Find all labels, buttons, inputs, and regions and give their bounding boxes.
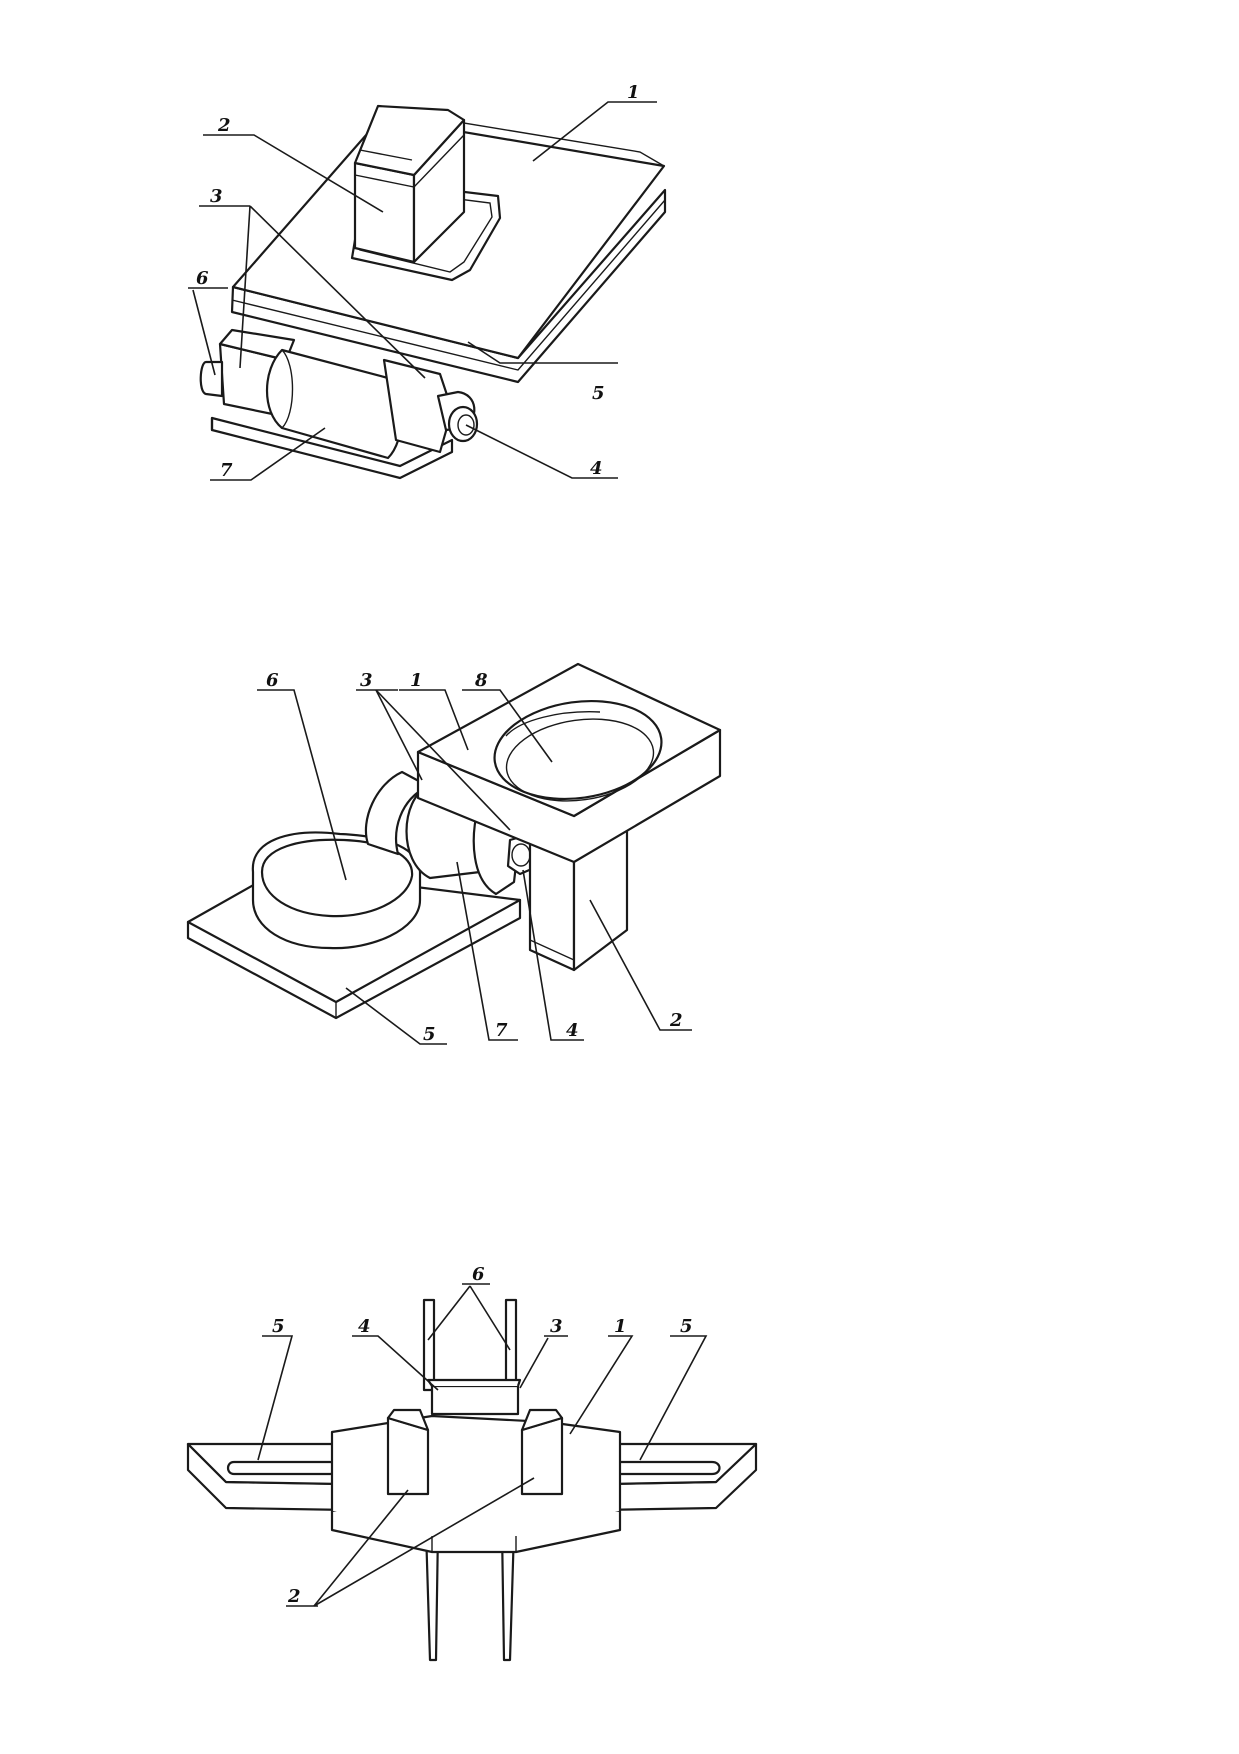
callout-4: 4 <box>522 869 584 1041</box>
label-1: 1 <box>410 670 423 691</box>
label-8: 8 <box>474 670 488 691</box>
label-1: 1 <box>627 82 640 103</box>
label-3: 3 <box>550 1316 563 1337</box>
figure-1: 1 2 3 6 5 4 7 <box>188 82 667 481</box>
callout-7: 7 <box>210 427 326 481</box>
label-2: 2 <box>287 1586 301 1607</box>
callout-5-left: 5 <box>257 1316 294 1461</box>
callout-6: 6 <box>427 1264 511 1351</box>
label-7: 7 <box>495 1020 508 1041</box>
label-6: 6 <box>266 670 279 691</box>
callout-2: 2 <box>286 1477 535 1607</box>
label-6: 6 <box>472 1264 485 1285</box>
figure-2: 6 3 1 8 5 7 4 2 <box>186 662 722 1045</box>
label-4: 4 <box>566 1020 579 1041</box>
callout-5: 5 <box>345 987 447 1045</box>
callout-8: 8 <box>462 670 553 763</box>
callout-4: 4 <box>465 424 618 479</box>
callout-3: 3 <box>519 1316 568 1389</box>
label-4: 4 <box>590 458 603 479</box>
callout-2: 2 <box>203 115 384 213</box>
callout-1: 1 <box>532 82 657 162</box>
label-5-right: 5 <box>680 1316 693 1337</box>
label-2: 2 <box>669 1010 683 1031</box>
label-5: 5 <box>423 1024 436 1045</box>
nut-4 <box>447 405 479 443</box>
label-5: 5 <box>592 383 605 404</box>
block-4 <box>430 1384 520 1416</box>
post-2-right <box>520 1416 564 1496</box>
label-3: 3 <box>360 670 373 691</box>
label-1: 1 <box>614 1316 627 1337</box>
bolt-6 <box>199 360 224 398</box>
ring-8 <box>493 699 663 801</box>
figure-3: 6 4 3 1 5 5 2 <box>186 1264 758 1662</box>
label-3: 3 <box>210 186 223 207</box>
callout-3: 3 <box>199 186 426 379</box>
callout-6: 6 <box>257 670 347 881</box>
callout-1: 1 <box>569 1316 634 1435</box>
post-2-left <box>386 1416 430 1496</box>
callout-3: 3 <box>356 670 511 831</box>
label-6: 6 <box>196 268 209 289</box>
callout-1: 1 <box>399 670 469 751</box>
callout-5-right: 5 <box>639 1316 708 1461</box>
callout-6: 6 <box>188 268 228 376</box>
label-4: 4 <box>358 1316 371 1337</box>
callout-5: 5 <box>467 341 618 404</box>
callout-2: 2 <box>589 899 692 1031</box>
label-5-left: 5 <box>272 1316 285 1337</box>
callout-7: 7 <box>456 861 518 1041</box>
label-2: 2 <box>217 115 231 136</box>
label-7: 7 <box>220 460 233 481</box>
callout-4: 4 <box>352 1316 439 1391</box>
